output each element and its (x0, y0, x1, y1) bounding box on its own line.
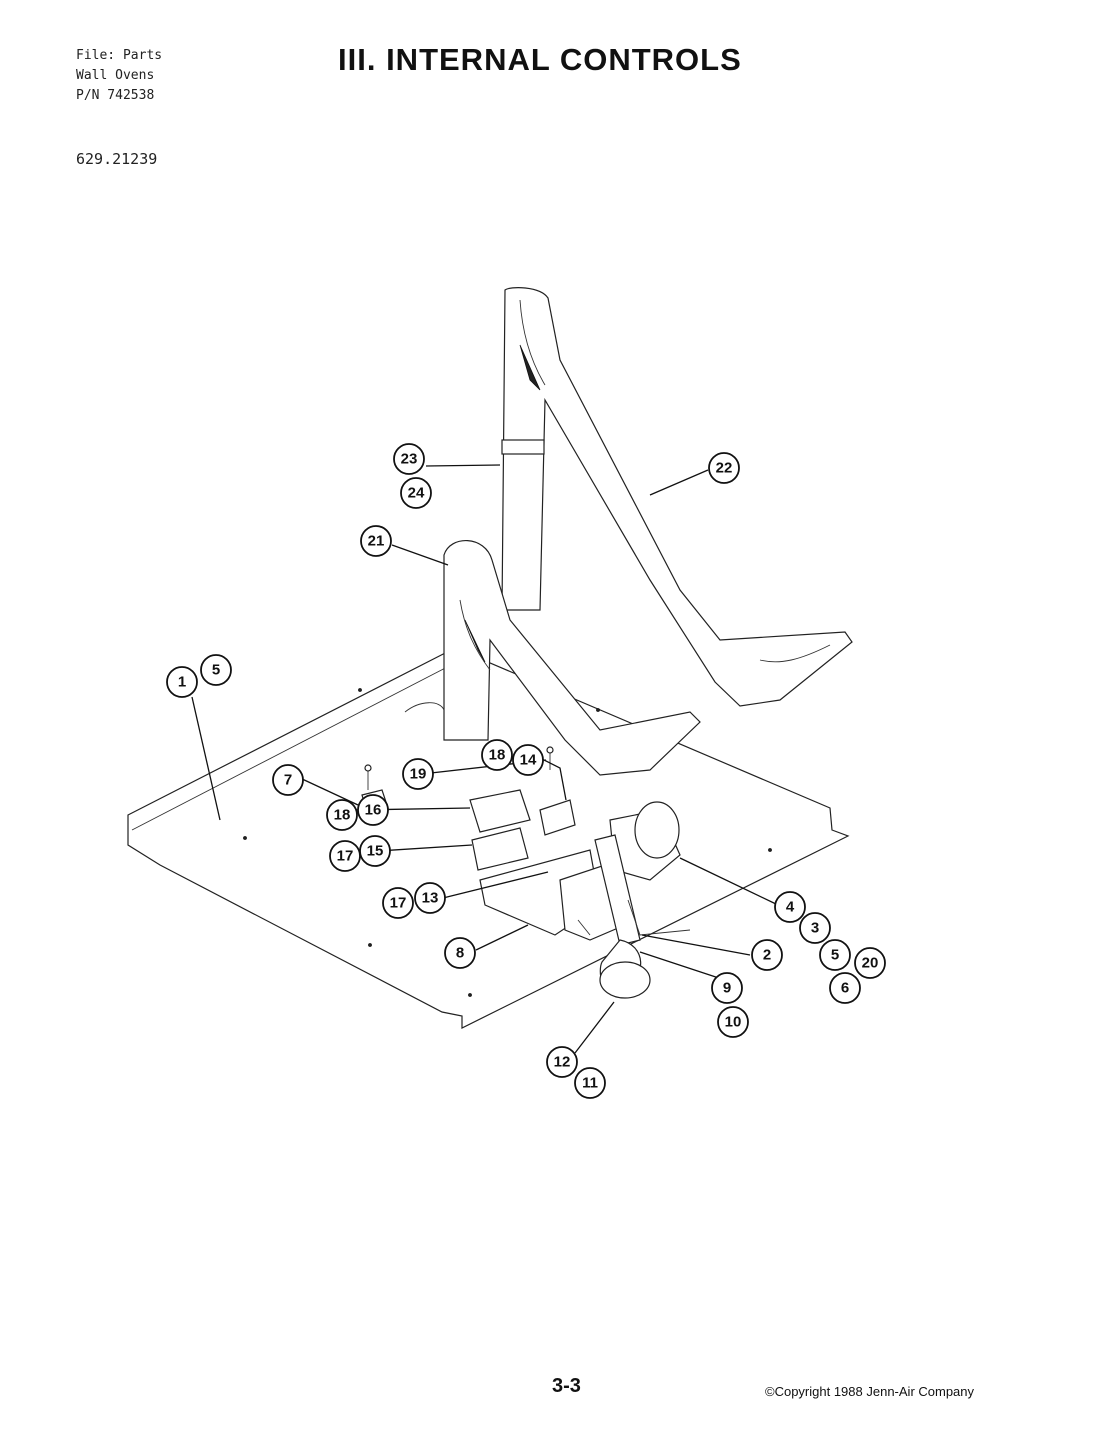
svg-text:13: 13 (422, 890, 439, 907)
callout-23: 23 (393, 443, 425, 475)
callout-2: 2 (751, 939, 783, 971)
callout-5: 5 (819, 939, 851, 971)
page-title: III. INTERNAL CONTROLS (338, 42, 742, 77)
callout-17-a: 17 (329, 840, 361, 872)
callout-5-top: 5 (200, 654, 232, 686)
callout-13: 13 (414, 882, 446, 914)
callout-20: 20 (854, 947, 886, 979)
svg-text:14: 14 (520, 752, 537, 769)
svg-text:9: 9 (723, 980, 731, 997)
svg-text:18: 18 (489, 747, 506, 764)
callout-17-b: 17 (382, 887, 414, 919)
svg-text:18: 18 (334, 807, 351, 824)
callout-10: 10 (717, 1006, 749, 1038)
svg-text:20: 20 (862, 955, 879, 972)
callout-8: 8 (444, 937, 476, 969)
callout-18-a: 18 (481, 739, 513, 771)
callout-14: 14 (512, 744, 544, 776)
svg-text:11: 11 (582, 1075, 598, 1092)
svg-text:12: 12 (554, 1054, 571, 1071)
callout-4: 4 (774, 891, 806, 923)
svg-text:3: 3 (811, 920, 819, 937)
svg-text:2: 2 (763, 947, 771, 964)
copyright-notice: ©Copyright 1988 Jenn-Air Company (765, 1384, 975, 1399)
model-number: 629.21239 (76, 150, 158, 168)
svg-text:15: 15 (367, 843, 384, 860)
svg-text:10: 10 (725, 1014, 742, 1031)
callout-1: 1 (166, 666, 198, 698)
svg-text:5: 5 (831, 947, 839, 964)
callout-11: 11 (574, 1067, 606, 1099)
svg-text:16: 16 (365, 802, 382, 819)
screw-19 (546, 746, 554, 770)
callout-6: 6 (829, 972, 861, 1004)
leader-lines (191, 464, 779, 1054)
file-info: File: Parts Wall Ovens P/N 742538 (76, 46, 162, 106)
part-number-line: P/N 742538 (76, 88, 155, 103)
callout-15: 15 (359, 835, 391, 867)
svg-text:19: 19 (410, 766, 427, 783)
callout-24: 24 (400, 477, 432, 509)
control-assembly (469, 789, 691, 999)
file-line: File: Parts (76, 48, 163, 63)
callout-19: 19 (402, 758, 434, 790)
svg-text:4: 4 (786, 899, 795, 916)
svg-text:22: 22 (716, 460, 733, 477)
svg-text:1: 1 (178, 674, 186, 691)
svg-text:21: 21 (368, 533, 385, 550)
callout-9: 9 (711, 972, 743, 1004)
svg-text:24: 24 (408, 485, 425, 502)
vent-tube-21 (404, 540, 701, 776)
svg-text:8: 8 (456, 945, 464, 962)
callout-12: 12 (546, 1046, 578, 1078)
product-line: Wall Ovens (76, 68, 155, 83)
svg-text:6: 6 (841, 980, 849, 997)
svg-text:17: 17 (337, 848, 354, 865)
callout-16: 16 (357, 794, 389, 826)
svg-text:5: 5 (212, 662, 220, 679)
page-number: 3-3 (552, 1375, 581, 1397)
svg-text:7: 7 (284, 772, 292, 789)
callout-21: 21 (360, 525, 392, 557)
callout-22: 22 (708, 452, 740, 484)
svg-text:17: 17 (390, 895, 407, 912)
svg-text:23: 23 (401, 451, 418, 468)
callout-18-b: 18 (326, 799, 358, 831)
callout-3: 3 (799, 912, 831, 944)
callout-7: 7 (272, 764, 304, 796)
vent-tube-22 (501, 287, 853, 707)
